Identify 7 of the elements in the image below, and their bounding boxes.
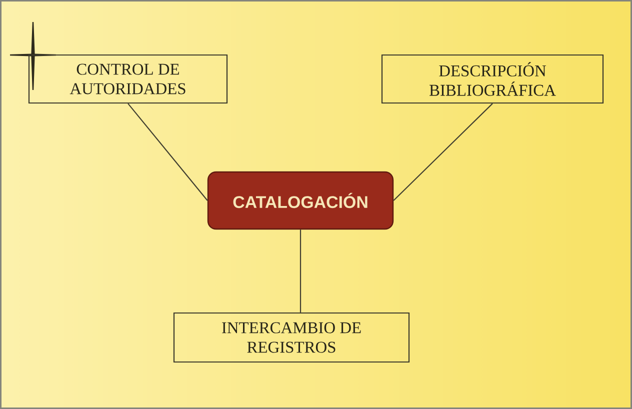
concept-box: DESCRIPCIÓN BIBLIOGRÁFICA (381, 54, 604, 104)
connector-line (393, 103, 493, 201)
connector-line (128, 103, 208, 201)
connector-line (300, 230, 302, 312)
concept-box: INTERCAMBIO DE REGISTROS (173, 312, 410, 363)
concept-box: CONTROL DE AUTORIDADES (28, 54, 228, 104)
central-concept-box: CATALOGACIÓN (207, 171, 394, 230)
